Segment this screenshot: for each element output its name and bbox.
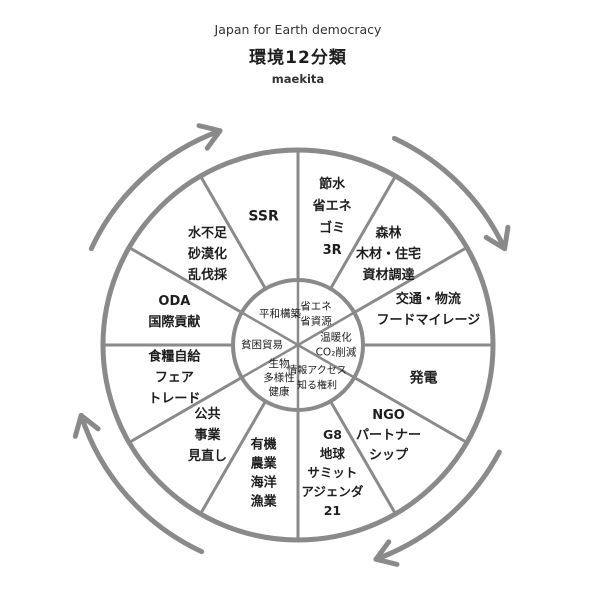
inner-segment-label: 生物: [269, 357, 290, 370]
cycle-arrow-shaft: [88, 128, 223, 252]
outer-segment-label: 資材調達: [363, 267, 415, 283]
outer-segment: ODA 国際貢献: [148, 294, 200, 330]
outer-divider: [353, 376, 468, 444]
outer-segment-label: 省エネ: [312, 198, 352, 214]
cycle-arrows: [72, 123, 511, 567]
author-name: maekita: [271, 72, 325, 86]
inner-divider: [297, 343, 355, 379]
outer-segment-label: 食糧自給: [148, 349, 201, 365]
outer-divider: [199, 175, 267, 290]
outer-segment-label: 水不足: [188, 225, 228, 241]
inner-segment: 温暖化 CO₂削減: [316, 331, 357, 359]
inner-divider: [241, 311, 299, 347]
outer-segment-label: フードマイレージ: [377, 313, 481, 328]
outer-divider: [128, 376, 243, 444]
outer-segment-label: 森林: [376, 225, 402, 241]
outer-segment: SSR: [248, 209, 279, 225]
outer-segment-label: 農業: [251, 455, 278, 471]
page-title: 環境12分類: [249, 48, 347, 68]
cycle-arrow-shaft: [78, 412, 205, 555]
outer-divider: [353, 246, 468, 314]
outer-segment-label: 地球: [320, 446, 346, 461]
cycle-arrow-head: [72, 412, 101, 439]
outer-segment-label: フェア: [155, 371, 194, 386]
cycle-arrow-head: [196, 123, 223, 151]
outer-segment-label: アジェンダ: [301, 484, 364, 499]
outer-segment-label: 海洋: [251, 474, 277, 490]
inner-segment-label: CO₂削減: [316, 346, 357, 359]
outer-segment-label: 見直し: [187, 448, 227, 464]
outer-segment-label: シップ: [369, 448, 409, 463]
outer-segment-label: 21: [324, 503, 341, 518]
outer-segment-label: パートナー: [356, 428, 421, 443]
outer-segment-label: サミット: [307, 465, 357, 480]
outer-segment-label: 3R: [323, 243, 342, 258]
outer-segment-label: 乱伐採: [188, 267, 228, 283]
inner-segment-label: 貧困貿易: [241, 338, 283, 351]
inner-segment-label: 省エネ: [300, 299, 332, 312]
outer-divider: [199, 400, 267, 515]
outer-divider: [329, 400, 397, 515]
outer-segment-label: 節水: [319, 176, 346, 192]
inner-segment: 平和構築: [259, 307, 301, 320]
cycle-arrow-head: [373, 539, 400, 567]
outer-segment-label: ODA: [158, 294, 190, 309]
org-name: Japan for Earth democracy: [214, 22, 382, 37]
cycle-arrow-shaft: [373, 449, 502, 562]
outer-segment-label: 事業: [194, 427, 221, 443]
outer-segment-label: 交通・物流: [396, 291, 461, 307]
inner-segment-label: 温暖化: [320, 331, 352, 344]
inner-segment-label: 平和構築: [259, 307, 301, 320]
inner-segment-label: 知る権利: [297, 378, 337, 391]
outer-segment-label: 木材・住宅: [355, 246, 421, 262]
outer-segment-label: G8: [323, 427, 342, 442]
outer-segment-label: ゴミ: [319, 220, 345, 236]
outer-segment: 発電: [409, 370, 438, 387]
outer-segment-label: 有機: [251, 436, 277, 452]
outer-segment-label: 国際貢献: [148, 314, 200, 330]
inner-segment-label: 多様性: [263, 371, 295, 384]
outer-segment-label: NGO: [372, 408, 405, 423]
inner-segment: 貧困貿易: [241, 338, 283, 351]
outer-segment-label: 発電: [409, 370, 438, 387]
outer-segment-label: 公共: [194, 406, 220, 422]
wheel-labels: 節水省エネゴミ3R森林木材・住宅資材調達交通・物流フードマイレージ発電NGOパー…: [148, 176, 480, 518]
inner-divider: [297, 311, 355, 347]
inner-segment-label: 情報アクセス: [287, 363, 347, 376]
outer-divider: [329, 175, 397, 290]
inner-segment-label: 健康: [269, 385, 290, 398]
cycle-arrow-head: [483, 224, 511, 252]
outer-segment-label: 砂漠化: [187, 246, 227, 262]
cycle-arrow-shaft: [391, 135, 508, 252]
outer-divider: [128, 246, 243, 314]
outer-segment-label: SSR: [248, 209, 279, 225]
outer-segment-label: 漁業: [251, 493, 278, 509]
inner-divider: [241, 343, 299, 379]
wheel-structure: [100, 147, 496, 543]
inner-segment-label: 省資源: [300, 314, 332, 327]
outer-segment-label: トレード: [148, 392, 200, 407]
